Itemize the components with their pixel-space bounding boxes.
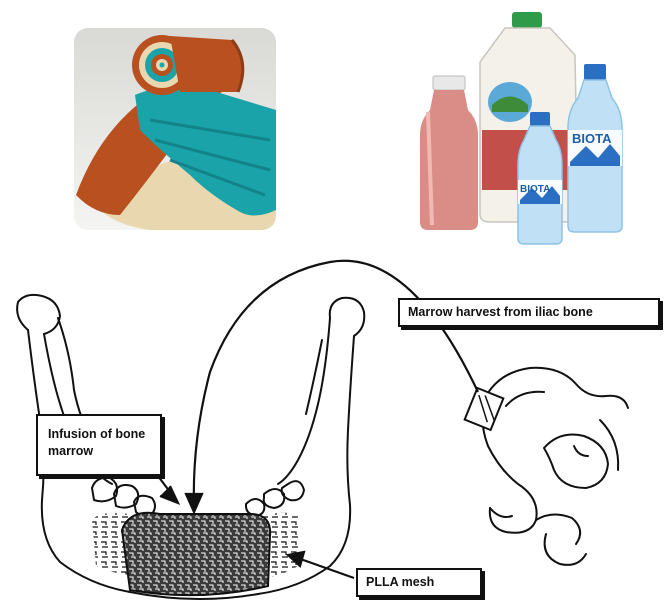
right-molar-2: [264, 489, 285, 508]
iliac-bone: [482, 368, 628, 565]
left-molar-1: [92, 478, 117, 502]
right-condyle: [330, 298, 365, 336]
plla-mesh: [122, 513, 270, 595]
infusion-label: Infusion of bone marrow: [36, 414, 162, 476]
harvest-site-marker: [465, 388, 504, 430]
left-condyle: [17, 295, 60, 334]
mesh-label: PLLA mesh: [356, 568, 482, 597]
marrow-harvest-label: Marrow harvest from iliac bone: [398, 298, 660, 327]
